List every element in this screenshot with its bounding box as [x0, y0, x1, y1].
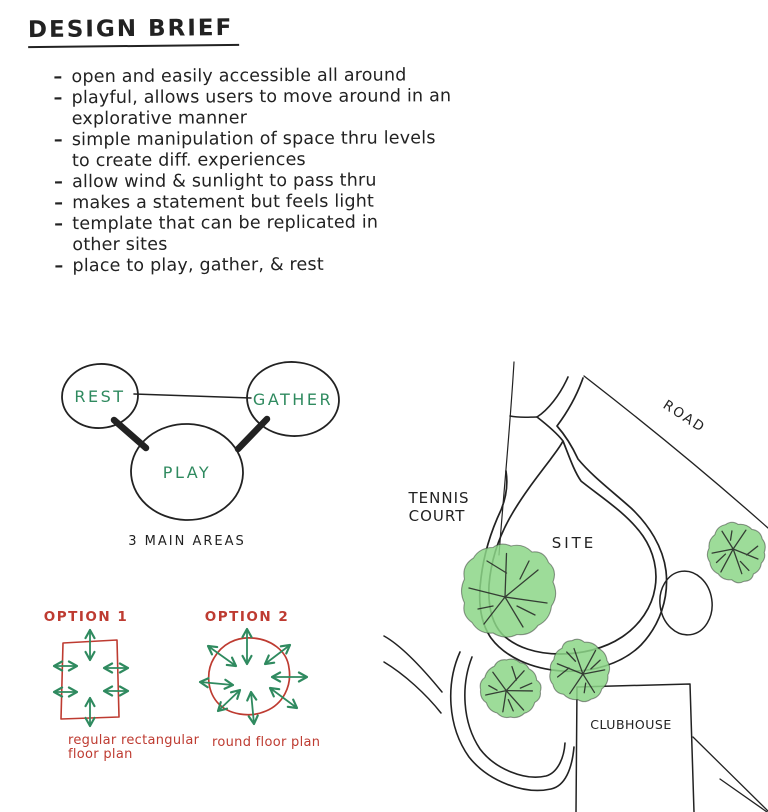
entry-road-left-edge: [536, 376, 569, 418]
option2-caption: round floor plan: [212, 735, 320, 750]
brief-point: – place to play, gather, & rest: [54, 254, 534, 278]
brief-point-text: place to play, gather, & rest: [72, 254, 324, 277]
arrow-down-right: [268, 686, 299, 710]
option1-arrows: [52, 628, 130, 728]
page-title: DESIGN BRIEF: [27, 14, 240, 49]
clubhouse-outline: [575, 683, 695, 812]
west-road: [383, 635, 443, 714]
brief-point-text: playful, allows users to move around in …: [71, 86, 452, 130]
tree-southwest: [469, 648, 552, 731]
tree-south: [541, 631, 619, 710]
arrow-up-left: [206, 644, 238, 668]
road-label: ROAD: [660, 397, 708, 436]
tennis-court-label-line2: COURT: [409, 507, 466, 525]
bubble-diagram-caption: 3 MAIN AREAS: [128, 534, 246, 549]
option1-caption-line2: floor plan: [68, 747, 133, 762]
play-bubble: [130, 423, 244, 521]
option1-caption-line1: regular rectangular: [68, 733, 200, 748]
brief-point-text: simple manipulation of space thru levels…: [71, 128, 436, 172]
bullet-dash: –: [53, 67, 63, 88]
brief-point: – makes a statement but feels light: [54, 191, 534, 215]
brief-point: – playful, allows users to move around i…: [54, 86, 534, 131]
site-label: SITE: [552, 534, 597, 552]
design-brief-list: – open and easily accessible all around …: [53, 65, 534, 278]
gather-label: GATHER: [253, 390, 333, 409]
rest-label: REST: [74, 387, 125, 406]
tennis-court-line: [498, 361, 515, 556]
arrow-up-right: [263, 643, 292, 666]
brief-point: – template that can be replicated in oth…: [54, 212, 534, 257]
bullet-dash: –: [54, 193, 64, 214]
bullet-dash: –: [54, 256, 64, 277]
brief-point: – allow wind & sunlight to pass thru: [54, 170, 534, 194]
brief-point: – open and easily accessible all around: [53, 65, 533, 89]
arrow-down-left: [216, 688, 242, 713]
option2-arrows: [198, 627, 309, 726]
floor-plan-options: OPTION 1 regular rectangular floor plan …: [44, 609, 320, 762]
play-label: PLAY: [163, 463, 211, 482]
bubble-circles: [61, 361, 340, 521]
tennis-court-label-line1: TENNIS: [407, 489, 469, 507]
brief-point-text: open and easily accessible all around: [71, 65, 407, 88]
small-loop-circle: [659, 570, 713, 636]
south-loop-road: [449, 651, 575, 792]
brief-point-text: allow wind & sunlight to pass thru: [72, 170, 377, 193]
tree-large: [460, 543, 557, 639]
bullet-dash: –: [53, 130, 63, 151]
bullet-dash: –: [54, 172, 64, 193]
rest-bubble: [61, 363, 139, 429]
bubble-diagram: REST GATHER PLAY 3 MAIN AREAS: [61, 361, 340, 549]
road-diagonal-line: [583, 375, 768, 529]
road-junction-line: [509, 415, 538, 418]
option1-label: OPTION 1: [44, 609, 128, 625]
arrow-left: [198, 677, 235, 690]
brief-point-text: makes a statement but feels light: [72, 191, 375, 214]
southeast-road-lines: [692, 736, 768, 812]
option2-label: OPTION 2: [205, 609, 289, 625]
gather-bubble: [246, 361, 340, 437]
gather-play-link: [234, 415, 271, 453]
brief-point: – simple manipulation of space thru leve…: [54, 128, 534, 173]
bullet-dash: –: [54, 214, 64, 235]
clubhouse-label: CLUBHOUSE: [590, 717, 672, 732]
rest-gather-link: [133, 393, 252, 399]
tree-east: [698, 514, 768, 590]
bullet-dash: –: [53, 88, 63, 109]
site-plan: TENNIS COURT SITE ROAD CLUBHOUSE: [383, 361, 768, 812]
arrow-down: [246, 690, 259, 726]
brief-point-text: template that can be replicated in other…: [72, 212, 379, 256]
